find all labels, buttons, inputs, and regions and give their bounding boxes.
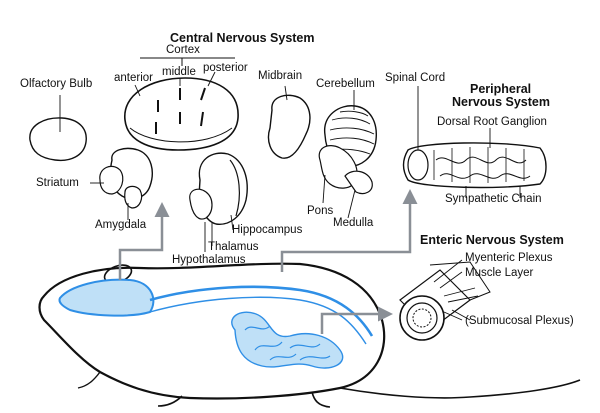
olfactory-bulb-shape: [29, 95, 87, 162]
thalamus-label: Thalamus: [208, 241, 259, 253]
cerebellum-shape: [318, 90, 377, 219]
cortex-label: Cortex: [166, 44, 200, 56]
amygdala-label: Amygdala: [95, 219, 147, 231]
submucosal-plexus-label: (Submucosal Plexus): [465, 315, 574, 327]
cortex-bracket: [140, 57, 235, 66]
cortex-shape: [124, 71, 239, 151]
connector-arrows: [118, 189, 418, 334]
hippocampus-thalamus-shape: [189, 152, 248, 252]
muscle-layer-label: Muscle Layer: [465, 267, 534, 279]
medulla-label: Medulla: [333, 217, 374, 229]
striatum-label: Striatum: [36, 177, 79, 189]
ens-header: Enteric Nervous System: [420, 233, 564, 247]
anterior-label: anterior: [114, 72, 153, 84]
olfactory-bulb-label: Olfactory Bulb: [20, 78, 93, 90]
spinal-cord-label: Spinal Cord: [385, 72, 446, 84]
spinal-cord-shape: [402, 86, 547, 198]
pons-label: Pons: [307, 205, 334, 217]
sympathetic-chain-label: Sympathetic Chain: [445, 193, 542, 205]
hypothalamus-label: Hypothalamus: [172, 254, 246, 266]
gut-section-shape: [399, 259, 491, 341]
pns-header-line2: Nervous System: [452, 95, 550, 109]
mouse-nervous-system: [58, 278, 374, 369]
pns-header-line1: Peripheral: [470, 82, 532, 96]
midbrain-label: Midbrain: [258, 70, 303, 82]
dorsal-root-ganglion-label: Dorsal Root Ganglion: [437, 116, 547, 128]
cerebellum-label: Cerebellum: [316, 78, 375, 90]
hippocampus-label: Hippocampus: [232, 224, 303, 236]
midbrain-shape: [267, 85, 311, 159]
striatum-amygdala-shape: [90, 147, 153, 220]
cns-header: Central Nervous System: [170, 31, 315, 45]
myenteric-plexus-label: Myenteric Plexus: [465, 252, 553, 264]
middle-label: middle: [162, 66, 196, 78]
posterior-label: posterior: [203, 62, 248, 74]
